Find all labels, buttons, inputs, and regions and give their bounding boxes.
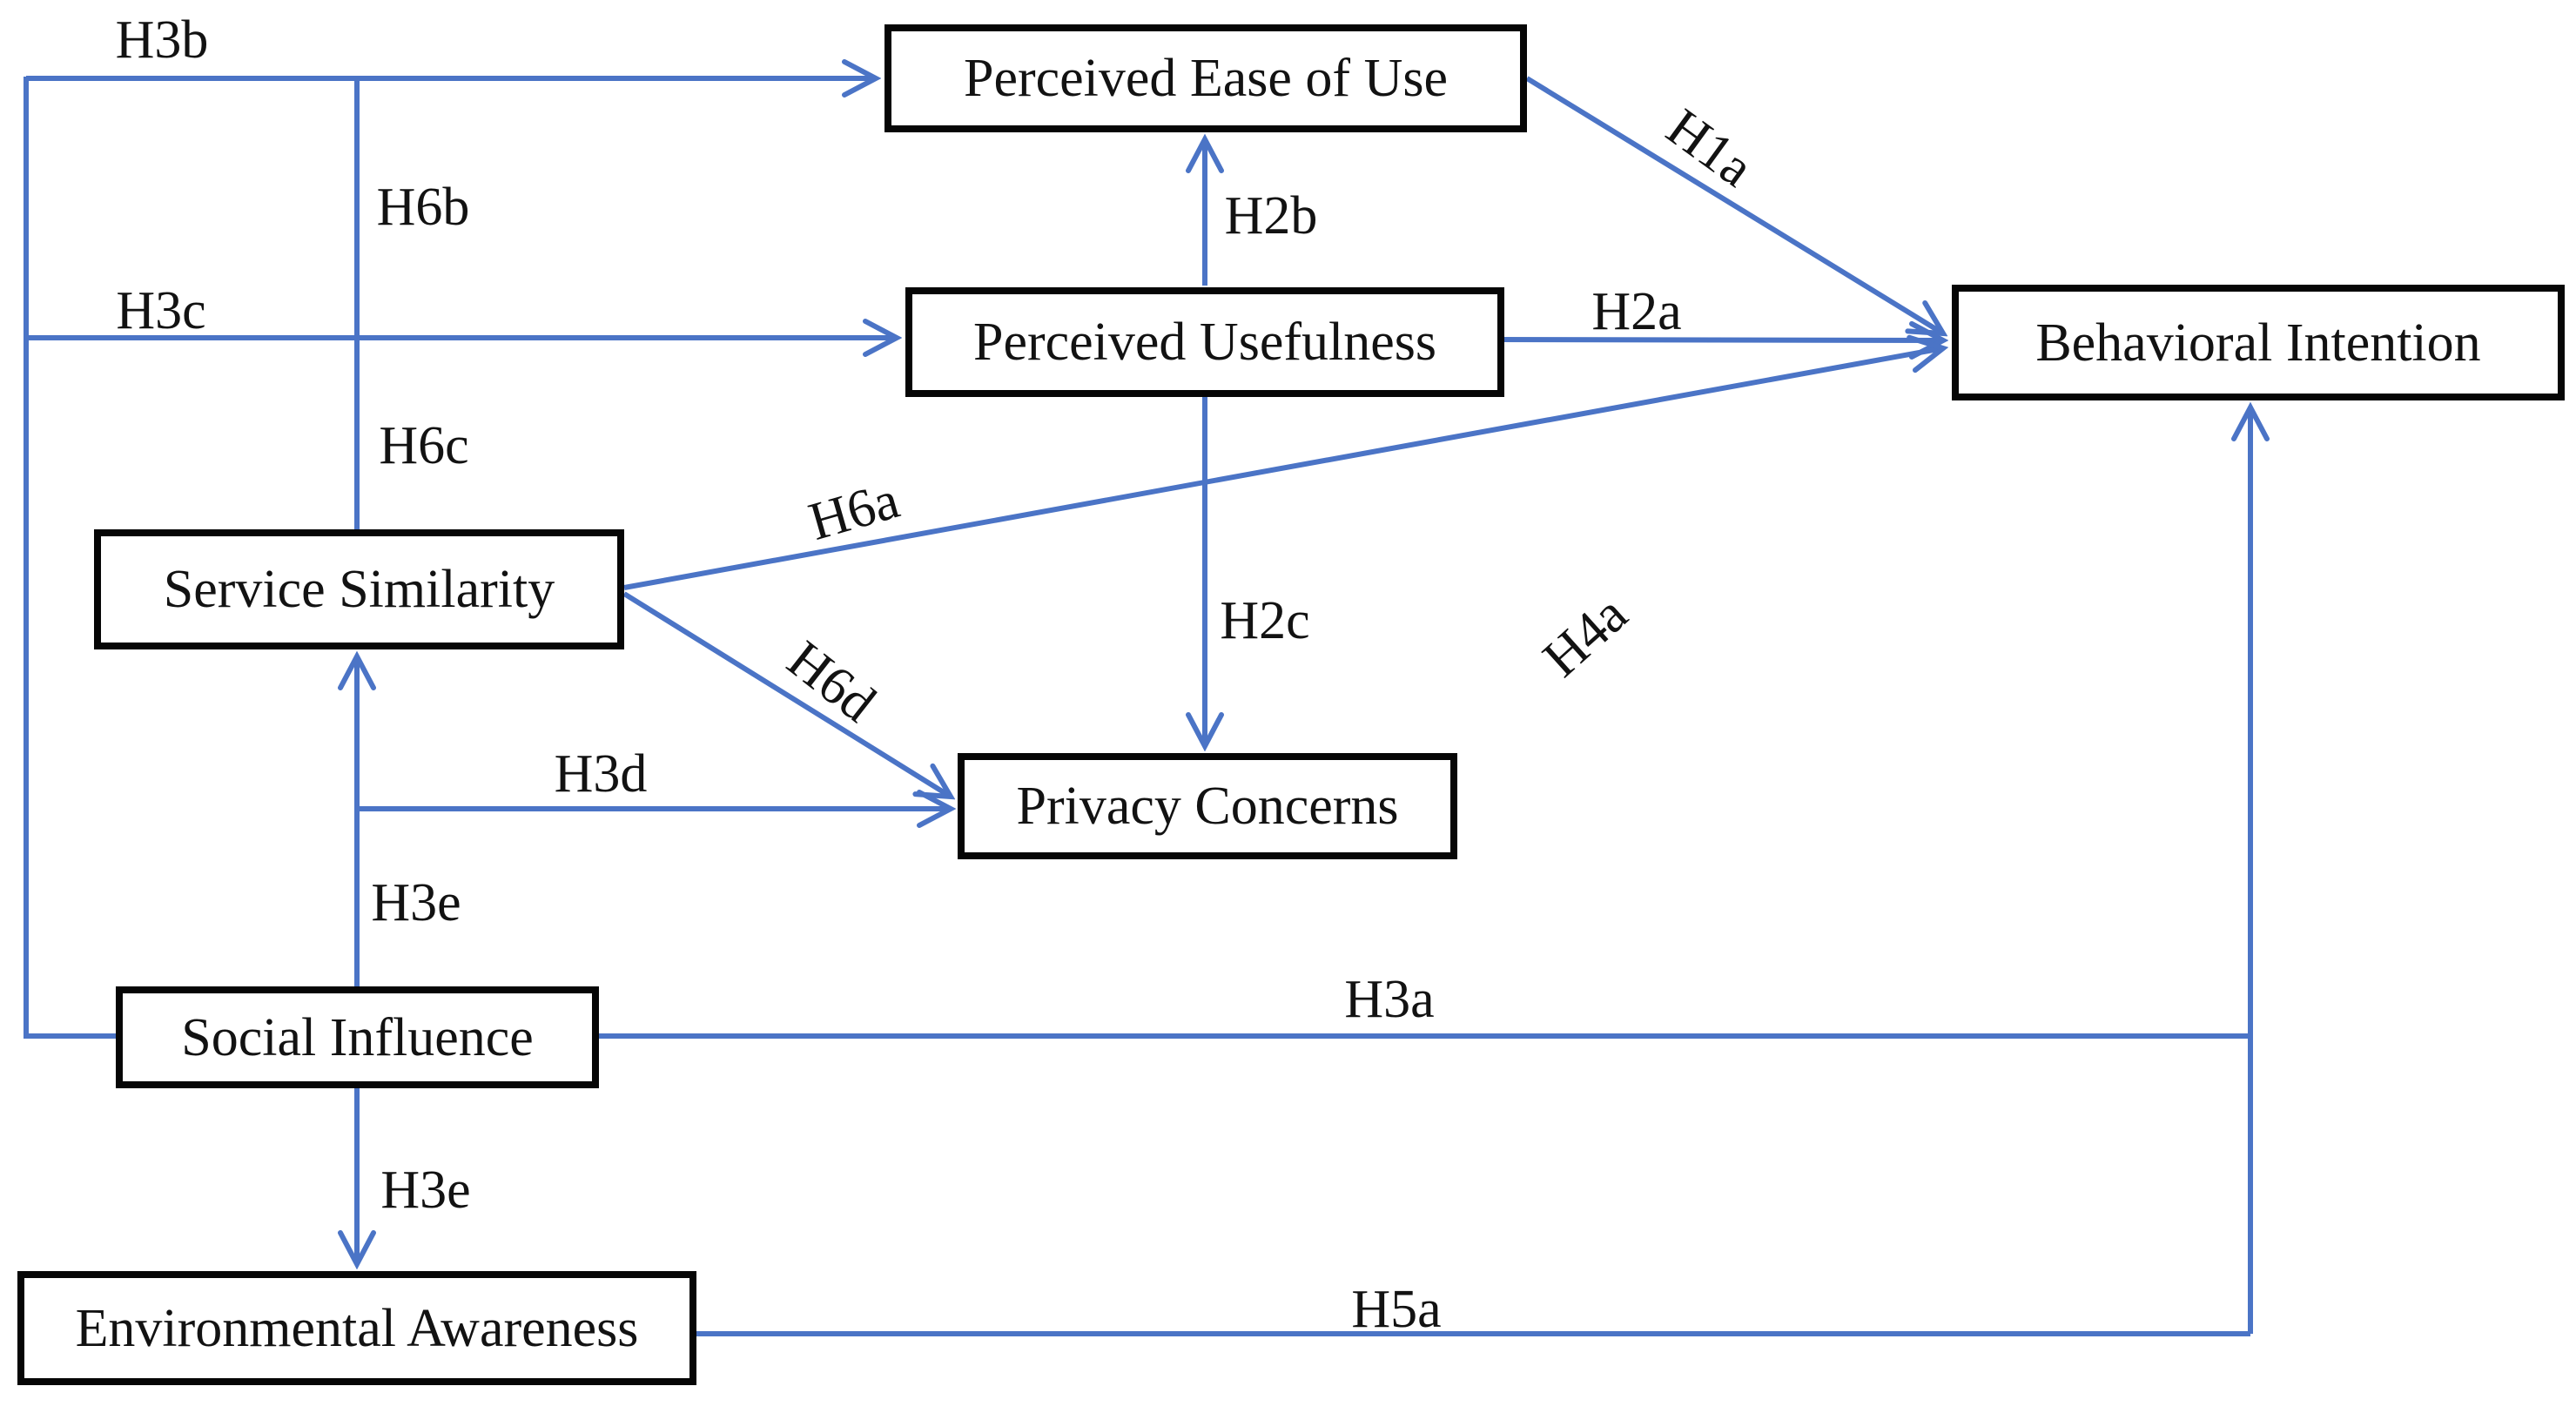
- label-h2a: H2a: [1591, 282, 1682, 341]
- node-perceived-usefulness: Perceived Usefulness: [905, 287, 1504, 397]
- node-behavioral-intention: Behavioral Intention: [1952, 285, 2565, 400]
- node-service-similarity: Service Similarity: [94, 529, 624, 649]
- edge-h1a-line: [1525, 76, 1943, 333]
- edge-h6a-line: [623, 348, 1943, 590]
- label-h2b: H2b: [1224, 186, 1318, 246]
- label-h3d: H3d: [554, 744, 648, 804]
- node-environmental-awareness: Environmental Awareness: [17, 1271, 696, 1385]
- node-perceived-ease-of-use: Perceived Ease of Use: [884, 24, 1527, 132]
- node-social-influence: Social Influence: [116, 986, 599, 1088]
- node-perceived-usefulness-label: Perceived Usefulness: [973, 313, 1436, 372]
- node-privacy-concerns: Privacy Concerns: [958, 753, 1457, 859]
- label-h6b: H6b: [376, 178, 470, 237]
- node-service-similarity-label: Service Similarity: [163, 560, 555, 619]
- node-privacy-concerns-label: Privacy Concerns: [1016, 777, 1399, 836]
- label-h3e-lower: H3e: [380, 1161, 471, 1220]
- node-social-influence-label: Social Influence: [181, 1007, 534, 1067]
- label-h6c: H6c: [379, 416, 469, 475]
- label-h3a: H3a: [1344, 970, 1435, 1029]
- label-h5a: H5a: [1351, 1280, 1442, 1339]
- node-environmental-awareness-label: Environmental Awareness: [75, 1298, 639, 1358]
- label-h3b: H3b: [115, 10, 209, 70]
- label-h3e-upper: H3e: [371, 873, 461, 932]
- node-behavioral-intention-label: Behavioral Intention: [2035, 313, 2481, 373]
- node-perceived-ease-of-use-label: Perceived Ease of Use: [963, 49, 1449, 108]
- label-h3c: H3c: [116, 281, 206, 340]
- edge-social-left-spine: [24, 77, 116, 1039]
- edge-h6d-line: [622, 591, 951, 797]
- label-h2c: H2c: [1220, 591, 1310, 650]
